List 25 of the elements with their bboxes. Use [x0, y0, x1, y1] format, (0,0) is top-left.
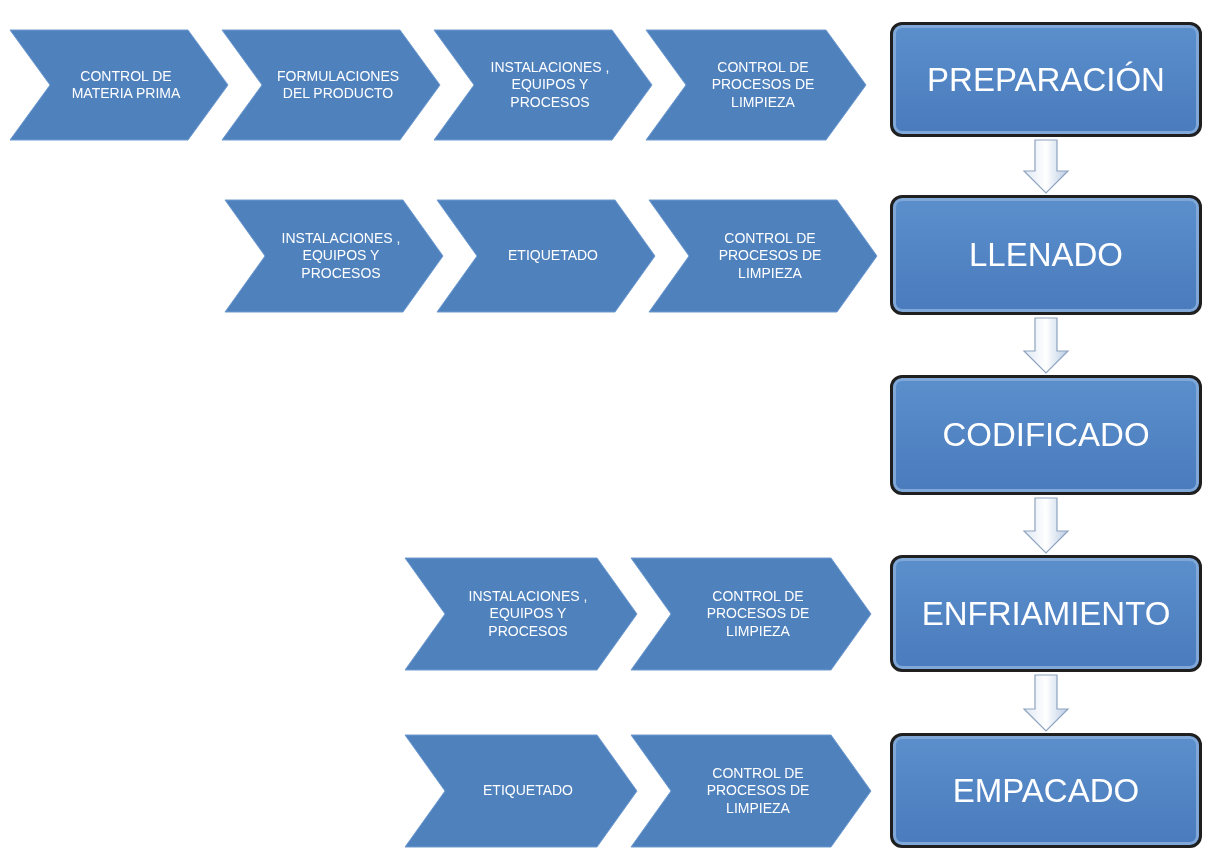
step-label: CONTROL DE PROCESOS DE LIMPIEZA	[705, 587, 811, 641]
step-label: INSTALACIONES , EQUIPOS Y PROCESOS	[280, 229, 402, 283]
step-label: CONTROL DE PROCESOS DE LIMPIEZA	[717, 229, 823, 283]
step-label: INSTALACIONES , EQUIPOS Y PROCESOS	[489, 58, 611, 112]
step-label: ENFRIAMIENTO	[921, 594, 1171, 633]
step-label: ETIQUETADO	[507, 247, 599, 265]
down-arrow	[1022, 139, 1070, 194]
down-arrow	[1022, 674, 1070, 732]
step-label: CONTROL DE MATERIA PRIMA	[70, 67, 182, 103]
stage-box	[890, 555, 1202, 672]
stage-box	[890, 22, 1202, 137]
step-label: CODIFICADO	[942, 416, 1150, 454]
down-arrow	[1022, 497, 1070, 554]
step-label: CONTROL DE PROCESOS DE LIMPIEZA	[710, 58, 816, 112]
step-label: PREPARACIÓN	[927, 60, 1165, 99]
step-label: ETIQUETADO	[482, 782, 574, 800]
step-label: FORMULACIONES DEL PRODUCTO	[275, 67, 401, 103]
step-label: CONTROL DE PROCESOS DE LIMPIEZA	[705, 764, 811, 818]
step-label: EMPACADO	[952, 771, 1140, 810]
stage-box	[890, 733, 1202, 848]
stage-box	[890, 375, 1202, 495]
stage-box	[890, 195, 1202, 315]
step-label: LLENADO	[968, 236, 1124, 274]
down-arrow	[1022, 317, 1070, 374]
step-label: INSTALACIONES , EQUIPOS Y PROCESOS	[467, 587, 589, 641]
